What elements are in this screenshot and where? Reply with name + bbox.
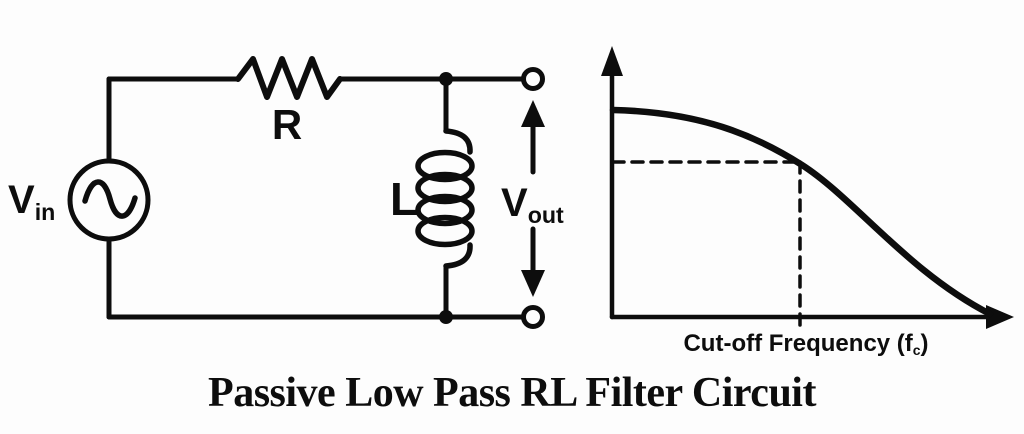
- inductor-coil-loop: [415, 214, 475, 248]
- inductor-coil-loop: [415, 193, 475, 227]
- vout-down-arrow-icon: [521, 270, 545, 297]
- junction-dot-top: [439, 72, 453, 86]
- vout-up-arrow-icon: [521, 100, 545, 127]
- vout-label-main: V: [501, 181, 528, 225]
- vout-label-sub: out: [527, 202, 564, 229]
- x-axis-label-sub: c: [912, 342, 921, 359]
- inductor-coil-loop: [415, 149, 475, 183]
- resistor-zigzag-icon: [235, 56, 343, 100]
- circuit-diagram: [67, 56, 545, 329]
- vout-label: Vout: [501, 181, 564, 227]
- x-axis-label-suffix: ): [920, 330, 929, 357]
- sine-wave-icon: [82, 179, 138, 219]
- response-graph: [601, 46, 1014, 333]
- x-axis-label-prefix: Cut-off Frequency (f: [683, 330, 913, 357]
- vin-label: Vin: [8, 178, 55, 224]
- response-curve: [609, 106, 994, 318]
- output-terminal-top-icon: [521, 67, 545, 91]
- x-axis-label: Cut-off Frequency (fc): [683, 330, 929, 359]
- x-axis-arrow-icon: [986, 305, 1014, 329]
- inductor-label: L: [390, 173, 419, 225]
- inductor-hook-bottom: [443, 242, 473, 269]
- junction-dot-bottom: [439, 310, 453, 324]
- figure-title: Passive Low Pass RL Filter Circuit: [208, 370, 816, 416]
- vin-label-main: V: [8, 178, 35, 222]
- resistor-label: R: [271, 101, 303, 148]
- y-axis-arrow-icon: [601, 46, 623, 76]
- inductor-coil-loop: [415, 171, 475, 205]
- ac-source-icon: [67, 158, 151, 242]
- inductor-hook-top: [443, 128, 473, 155]
- vin-label-sub: in: [34, 199, 56, 226]
- output-terminal-bottom-icon: [521, 305, 545, 329]
